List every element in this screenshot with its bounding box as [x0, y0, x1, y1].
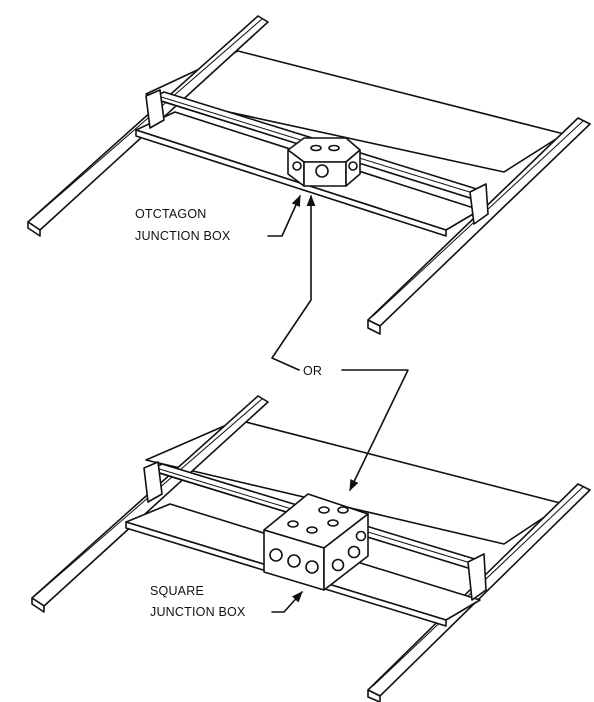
octagon-label-line1: OTCTAGON [135, 207, 207, 221]
or-arrow-to-square [341, 369, 409, 492]
square-junction-box [263, 493, 369, 591]
square-leader-arrow [271, 591, 303, 613]
or-arrow-to-octagon [271, 194, 316, 371]
octagon-junction-box [287, 137, 361, 187]
or-label: OR [303, 364, 322, 378]
bottom-left-rail [31, 395, 269, 613]
octagon-label-line2: JUNCTION BOX [135, 229, 231, 243]
octagon-leader-arrow [267, 194, 301, 237]
square-label-line1: SQUARE [150, 584, 204, 598]
top-right-rail [367, 117, 591, 335]
top-left-rail [27, 15, 269, 237]
bottom-assembly [31, 395, 591, 702]
square-label-line2: JUNCTION BOX [150, 605, 246, 619]
top-assembly [27, 15, 591, 335]
